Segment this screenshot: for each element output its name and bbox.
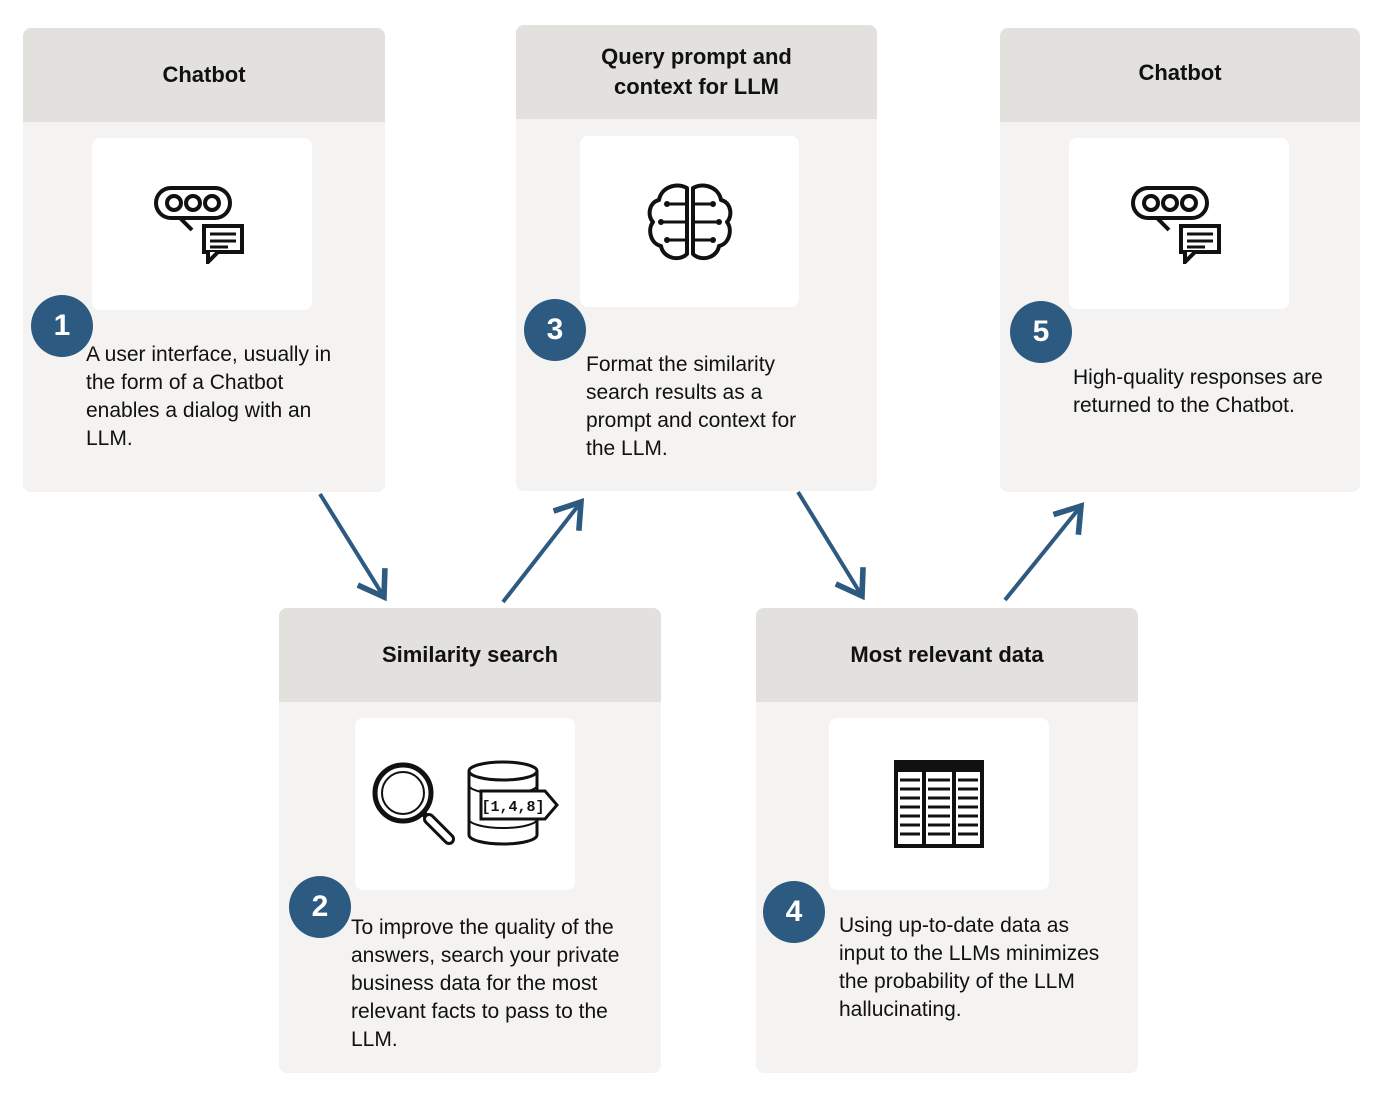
step-title: Most relevant data <box>756 608 1138 702</box>
magnifier-icon <box>372 762 455 845</box>
step-description: Format the similarity search results as … <box>586 353 797 460</box>
data-table-icon <box>894 760 984 848</box>
step-card-4: Most relevant data Using up-to-date data… <box>756 608 1138 1073</box>
arrow-3-to-4 <box>796 490 866 601</box>
brain-circuit-icon <box>647 183 732 260</box>
step-description: Using up-to-date data as input to the LL… <box>839 914 1100 1021</box>
step-title: Chatbot <box>1000 28 1360 122</box>
arrow-1-to-2 <box>318 492 388 602</box>
step-description: High-quality responses are returned to t… <box>1073 366 1323 417</box>
vector-database-icon: [1,4,8] <box>467 760 559 846</box>
arrow-4-to-5 <box>1003 502 1085 602</box>
step-title: Query prompt and context for LLM <box>516 25 877 119</box>
chat-bubbles-icon <box>154 186 244 264</box>
arrow-2-to-3 <box>501 498 585 604</box>
step-description: A user interface, usually in the form of… <box>86 343 332 450</box>
chat-bubbles-icon <box>1131 185 1221 264</box>
step-card-1: Chatbot A user interface, usually in the… <box>23 28 385 492</box>
step-title: Chatbot <box>23 28 385 122</box>
step-number-badge: 2 <box>289 876 351 938</box>
step-number-badge: 1 <box>31 295 93 357</box>
step-title: Similarity search <box>279 608 661 702</box>
icon-box <box>92 138 312 310</box>
icon-box <box>1069 138 1289 309</box>
vector-label: [1,4,8] <box>481 799 544 816</box>
step-number-badge: 5 <box>1010 301 1072 363</box>
step-number-badge: 3 <box>524 299 586 361</box>
step-card-2: Similarity search [1,4,8] To improve the… <box>279 608 661 1073</box>
icon-box <box>829 718 1049 890</box>
icon-box: [1,4,8] <box>355 718 575 890</box>
icon-box <box>580 136 799 307</box>
step-card-3: Query prompt and context for LLM Format … <box>516 25 877 491</box>
step-card-5: Chatbot High-quality responses are retur… <box>1000 28 1360 492</box>
step-description: To improve the quality of the answers, s… <box>351 916 620 1051</box>
step-number-badge: 4 <box>763 881 825 943</box>
